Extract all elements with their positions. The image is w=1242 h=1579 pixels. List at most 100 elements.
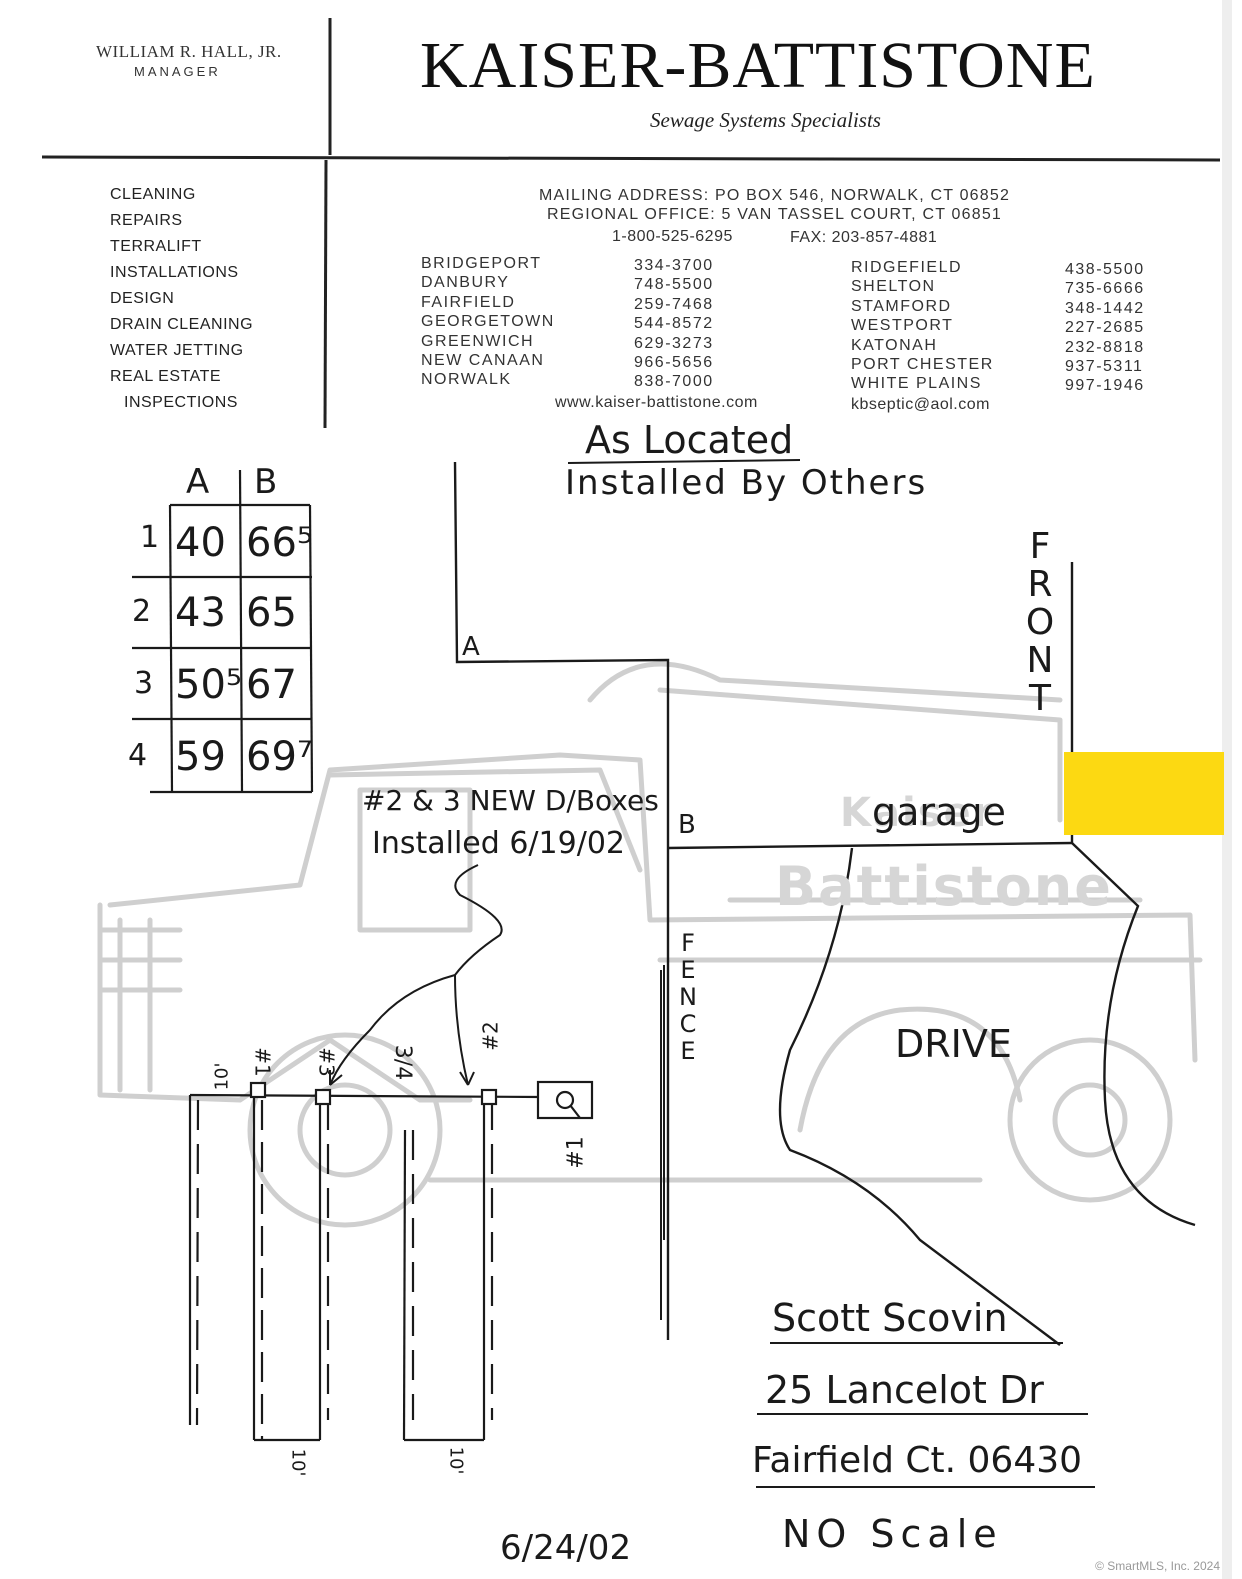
table-row-label: 2: [132, 594, 152, 629]
office-phone: 348-1442: [1065, 299, 1145, 317]
front-label: FRONT: [1025, 526, 1055, 719]
office-town: NEW CANAAN: [421, 352, 545, 370]
office-phone: 334-3700: [634, 257, 714, 274]
fax-number: FAX: 203-857-4881: [790, 229, 938, 246]
office-town: KATONAH: [851, 336, 938, 354]
office-towns-right: RIDGEFIELD SHELTON STAMFORD WESTPORT KAT…: [851, 258, 994, 394]
owner-underlines: [756, 1342, 1095, 1488]
measure-table-grid: [132, 469, 314, 794]
box-label: #2: [478, 1021, 503, 1051]
table-row-label: 3: [134, 666, 154, 701]
scale-note: NO Scale: [782, 1512, 1003, 1556]
table-cell-a: 59: [175, 734, 226, 780]
copyright-footer: © SmartMLS, Inc. 2024: [1095, 1559, 1220, 1573]
table-row-label: 1: [140, 520, 160, 555]
note-arrows: [329, 864, 503, 1086]
service-item: INSTALLATIONS: [110, 264, 239, 281]
office-town: FAIRFIELD: [421, 293, 516, 311]
company-name: KAISER-BATTISTONE: [420, 29, 1096, 102]
office-town: GEORGETOWN: [421, 313, 555, 331]
table-cell-b: 65: [246, 590, 297, 636]
service-item: WATER JETTING: [110, 342, 244, 359]
office-phones-right: 438-5500 735-6666 348-1442 227-2685 232-…: [1065, 260, 1145, 396]
leach-label: 10': [287, 1448, 309, 1477]
table-cell-b: 67: [246, 662, 297, 708]
distribution-boxes: [249, 1080, 594, 1120]
regional-office: REGIONAL OFFICE: 5 VAN TASSEL COURT, CT …: [547, 206, 1003, 223]
office-phone: 232-8818: [1065, 338, 1145, 356]
manager-title: MANAGER: [134, 64, 221, 79]
company-email: kbseptic@aol.com: [851, 396, 990, 413]
manager-name: WILLIAM R. HALL, JR.: [96, 42, 282, 61]
office-town: RIDGEFIELD: [851, 259, 963, 276]
sticky-note: [1064, 752, 1224, 835]
office-phone: 544-8572: [634, 315, 714, 333]
leach-label: 10': [211, 1062, 233, 1091]
toll-free-number: 1-800-525-6295: [612, 228, 733, 245]
table-cell-a: 40: [175, 520, 226, 566]
table-cell-a: 50⁵: [175, 662, 242, 708]
service-item: REPAIRS: [110, 212, 183, 229]
service-item: CLEANING: [110, 186, 196, 203]
heading-underline: [567, 459, 801, 464]
office-town: DANBURY: [421, 274, 510, 292]
office-phone: 937-5311: [1065, 358, 1144, 376]
box-label: #1: [563, 1136, 589, 1169]
sketch-heading-line1: As Located: [585, 418, 794, 462]
note-line1: #2 & 3 NEW D/Boxes: [362, 784, 659, 817]
office-phone: 735-6666: [1065, 280, 1145, 298]
office-phone: 438-5500: [1065, 261, 1145, 278]
office-phone: 748-5500: [634, 276, 714, 294]
company-website: www.kaiser-battistone.com: [555, 394, 758, 411]
office-town: PORT CHESTER: [851, 356, 994, 374]
note-line2: Installed 6/19/02: [372, 826, 625, 861]
box-label: 3/4: [390, 1044, 416, 1081]
point-b-label: B: [678, 810, 696, 840]
office-phones-left: 334-3700 748-5500 259-7468 544-8572 629-…: [634, 256, 714, 392]
owner-name: Scott Scovin: [772, 1296, 1008, 1340]
services-list: CLEANING REPAIRS TERRALIFT INSTALLATIONS…: [110, 182, 253, 416]
truck-watermark-top: Kaiser: [840, 790, 995, 836]
table-cell-a: 43: [175, 590, 226, 636]
letterhead-rules: [41, 18, 1221, 429]
box-label: #3: [314, 1047, 339, 1077]
office-town: SHELTON: [851, 278, 936, 296]
office-phone: 629-3273: [634, 334, 714, 352]
table-cell-b: 66⁵: [246, 520, 313, 566]
sketch-heading-line2: Installed By Others: [565, 463, 928, 503]
company-tagline: Sewage Systems Specialists: [650, 108, 881, 132]
office-town: WHITE PLAINS: [851, 375, 982, 393]
truck-watermark-text: Battistone: [775, 855, 1113, 918]
service-item: DESIGN: [110, 290, 175, 307]
service-item: INSPECTIONS: [124, 394, 238, 411]
office-town: BRIDGEPORT: [421, 255, 542, 272]
point-a-label: A: [462, 632, 480, 662]
garage-label: garage: [872, 790, 1006, 834]
mailing-address: MAILING ADDRESS: PO BOX 546, NORWALK, CT…: [539, 187, 1011, 204]
fence-lines: [660, 965, 665, 1320]
box-label: #1: [250, 1047, 275, 1077]
page-edge: [1222, 0, 1232, 1579]
office-phone: 259-7468: [634, 295, 714, 313]
service-item: REAL ESTATE: [110, 368, 222, 385]
table-col-b: B: [254, 462, 278, 502]
leach-label: 10': [445, 1446, 467, 1475]
owner-street: 25 Lancelot Dr: [765, 1368, 1044, 1412]
office-town: WESTPORT: [851, 317, 954, 335]
sketch-date: 6/24/02: [500, 1528, 632, 1568]
table-col-a: A: [186, 462, 210, 502]
office-town: GREENWICH: [421, 332, 535, 350]
office-phone: 997-1946: [1065, 377, 1145, 395]
truck-watermark: [97, 661, 1203, 1228]
office-phone: 966-5656: [634, 354, 714, 372]
office-town: STAMFORD: [851, 297, 952, 315]
office-phone: 838-7000: [634, 373, 714, 391]
table-row-label: 4: [128, 738, 148, 773]
service-item: DRAIN CLEANING: [110, 316, 254, 333]
office-towns-left: BRIDGEPORT DANBURY FAIRFIELD GEORGETOWN …: [421, 254, 555, 390]
owner-city: Fairfield Ct. 06430: [752, 1440, 1083, 1481]
service-item: TERRALIFT: [110, 238, 202, 255]
office-phone: 227-2685: [1065, 319, 1145, 337]
